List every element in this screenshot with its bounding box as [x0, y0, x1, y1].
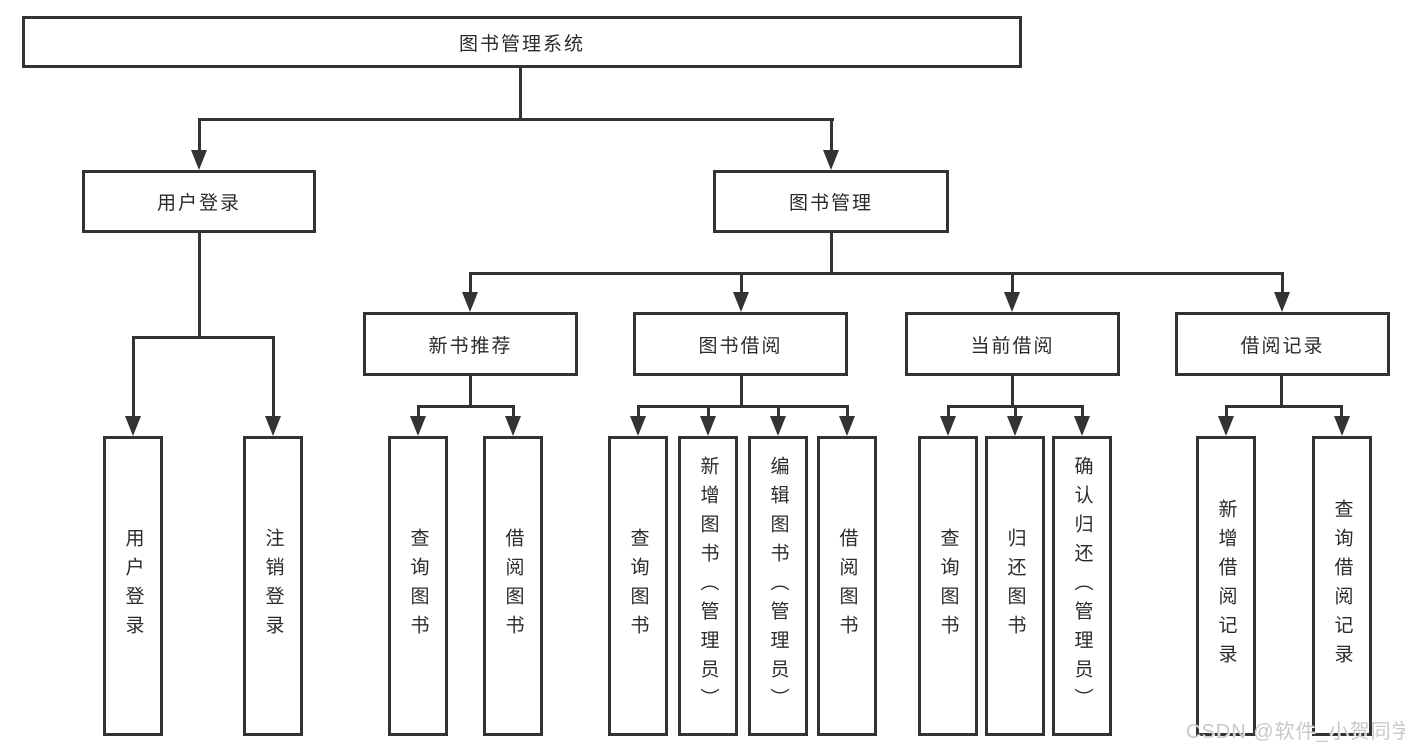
leaf-query-borrow-record: 查询借阅记录 [1312, 436, 1372, 736]
node-book-management: 图书管理 [713, 170, 949, 233]
leaf-query-books-recommend: 查询图书 [388, 436, 448, 736]
connector-line [272, 336, 275, 420]
arrow-down-icon [505, 416, 521, 436]
connector-line [637, 405, 849, 408]
connector-line [1014, 405, 1017, 418]
leaf-add-book-admin: 新增图书（管理员） [678, 436, 738, 736]
arrow-down-icon [770, 416, 786, 436]
connector-line [198, 233, 201, 339]
arrow-down-icon [191, 150, 207, 170]
leaf-return-book: 归还图书 [985, 436, 1045, 736]
arrow-down-icon [265, 416, 281, 436]
arrow-down-icon [462, 292, 478, 312]
connector-line [1280, 376, 1283, 408]
connector-line [1011, 376, 1014, 408]
leaf-borrow-books-recommend: 借阅图书 [483, 436, 543, 736]
connector-line [707, 405, 710, 418]
connector-line [637, 405, 640, 418]
node-borrowing-records: 借阅记录 [1175, 312, 1390, 376]
node-new-book-recommendation: 新书推荐 [363, 312, 578, 376]
leaf-add-borrow-record: 新增借阅记录 [1196, 436, 1256, 736]
arrow-down-icon [630, 416, 646, 436]
arrow-down-icon [700, 416, 716, 436]
arrow-down-icon [1004, 292, 1020, 312]
connector-line [132, 336, 135, 420]
connector-line [132, 336, 275, 339]
leaf-logout: 注销登录 [243, 436, 303, 736]
arrow-down-icon [1007, 416, 1023, 436]
connector-line [740, 272, 743, 296]
arrow-down-icon [1074, 416, 1090, 436]
connector-line [1225, 405, 1343, 408]
connector-line [777, 405, 780, 418]
csdn-watermark: CSDN @软件_小贺同学 [1186, 721, 1405, 743]
arrow-down-icon [839, 416, 855, 436]
node-current-borrowing: 当前借阅 [905, 312, 1120, 376]
connector-line [417, 405, 420, 418]
connector-line [740, 376, 743, 408]
leaf-edit-book-admin: 编辑图书（管理员） [748, 436, 808, 736]
connector-line [469, 376, 472, 408]
leaf-query-books-current: 查询图书 [918, 436, 978, 736]
arrow-down-icon [823, 150, 839, 170]
arrow-down-icon [410, 416, 426, 436]
connector-line [198, 118, 834, 121]
leaf-borrow-books: 借阅图书 [817, 436, 877, 736]
node-book-borrowing: 图书借阅 [633, 312, 848, 376]
connector-line [519, 68, 522, 121]
connector-line [830, 118, 833, 154]
leaf-query-books-borrowing: 查询图书 [608, 436, 668, 736]
connector-line [846, 405, 849, 418]
arrow-down-icon [940, 416, 956, 436]
leaf-user-login: 用户登录 [103, 436, 163, 736]
arrow-down-icon [1218, 416, 1234, 436]
node-library-management-system: 图书管理系统 [22, 16, 1022, 68]
connector-line [1225, 405, 1228, 418]
node-user-login: 用户登录 [82, 170, 316, 233]
leaf-confirm-return-admin: 确认归还（管理员） [1052, 436, 1112, 736]
connector-line [469, 272, 472, 296]
connector-line [1011, 272, 1014, 296]
connector-line [947, 405, 950, 418]
connector-line [830, 233, 833, 275]
arrow-down-icon [1274, 292, 1290, 312]
connector-line [1081, 405, 1084, 418]
connector-line [198, 118, 201, 154]
arrow-down-icon [125, 416, 141, 436]
connector-line [469, 272, 1284, 275]
arrow-down-icon [733, 292, 749, 312]
arrow-down-icon [1334, 416, 1350, 436]
connector-line [417, 405, 515, 408]
connector-line [1340, 405, 1343, 418]
connector-line [1281, 272, 1284, 296]
connector-line [512, 405, 515, 418]
